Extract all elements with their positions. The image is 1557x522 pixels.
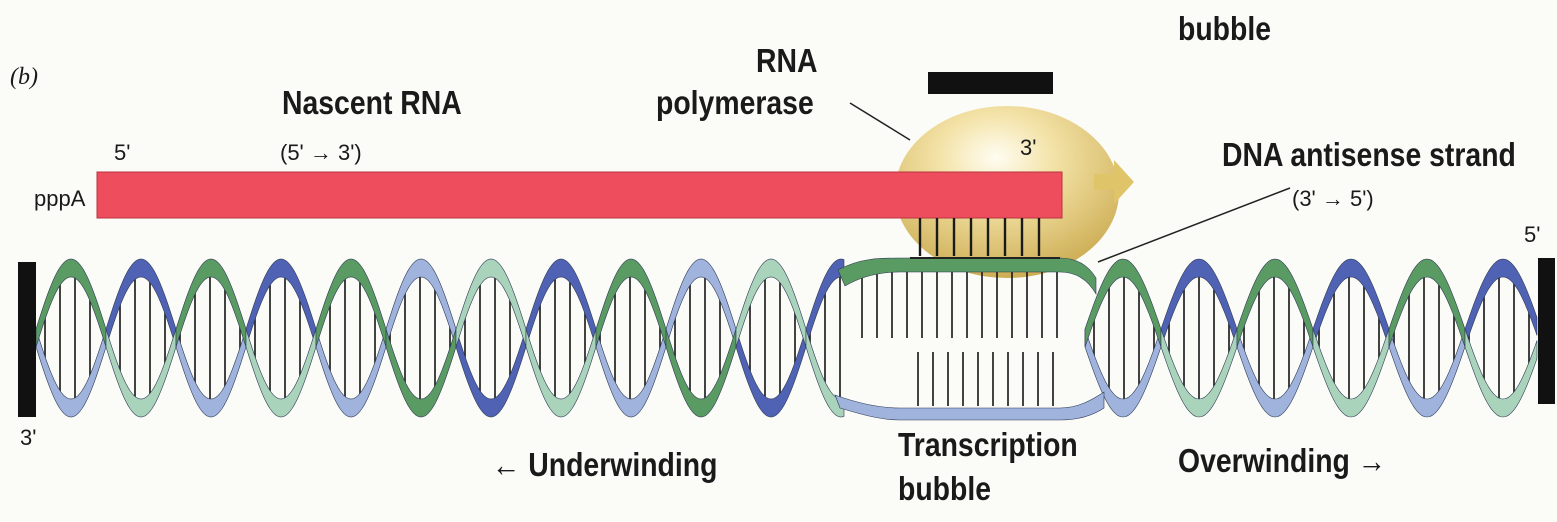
transcription-bubble-label-line1: Transcription xyxy=(898,426,1078,464)
antisense-direction: (3' → 5') xyxy=(1292,186,1374,212)
dna-strand-green-segment xyxy=(246,329,316,417)
dna-strand-blue-segment xyxy=(1313,259,1389,347)
dna-strand-blue-segment xyxy=(36,329,106,417)
dna-3prime-label: 3' xyxy=(20,425,36,451)
polymerase-pointer-line xyxy=(850,103,910,140)
dna-strand-green-segment xyxy=(1313,329,1389,417)
antisense-pointer-line xyxy=(1098,188,1290,262)
bubble-sense-strand xyxy=(835,392,1104,420)
nascent-rna-label: Nascent RNA xyxy=(282,84,462,122)
dna-strand-blue-segment xyxy=(176,329,246,417)
dna-antisense-strand-label: DNA antisense strand xyxy=(1222,136,1516,174)
dna-strand-green-segment xyxy=(596,259,666,347)
dna-strand-green-segment xyxy=(1085,259,1161,347)
panel-label: (b) xyxy=(10,64,38,91)
dna-strand-blue-segment xyxy=(386,259,456,347)
dna-strand-green-segment xyxy=(36,259,106,347)
overwinding-label: Overwinding → xyxy=(1178,442,1386,480)
dna-strand-blue-segment xyxy=(1237,329,1313,417)
dna-strand-blue-segment xyxy=(456,329,526,417)
dna-5prime-label: 5' xyxy=(1524,222,1540,248)
dna-left-end-cap xyxy=(18,262,36,417)
underwinding-label: ← Underwinding xyxy=(492,446,717,484)
dna-strand-green-segment xyxy=(176,259,246,347)
dna-strand-blue-segment xyxy=(596,329,666,417)
dna-right-end-cap xyxy=(1538,258,1555,404)
rna-polymerase-label-line1: RNA xyxy=(756,42,817,80)
dna-double-helix xyxy=(36,258,1537,420)
dna-strand-blue-segment xyxy=(666,259,736,347)
top-bubble-label: bubble xyxy=(1178,10,1271,48)
dna-strand-blue-segment xyxy=(246,259,316,347)
dna-strand-green-segment xyxy=(1237,259,1313,347)
dna-strand-green-segment xyxy=(1465,329,1537,417)
dna-strand-green-segment xyxy=(666,329,736,417)
pppA-label: pppA xyxy=(34,186,85,212)
rna-5prime-label: 5' xyxy=(114,140,130,166)
nascent-rna-direction: (5' → 3') xyxy=(280,140,362,166)
rna-3prime-label: 3' xyxy=(1020,135,1036,161)
dna-strand-green-segment xyxy=(456,259,526,347)
top-black-bar xyxy=(928,72,1053,94)
dna-strand-green-segment xyxy=(386,329,456,417)
dna-strand-blue-segment xyxy=(1465,259,1537,347)
nascent-rna-strand xyxy=(97,172,1062,218)
rna-polymerase-label-line2: polymerase xyxy=(656,84,814,122)
transcription-bubble-label-line2: bubble xyxy=(898,470,991,508)
